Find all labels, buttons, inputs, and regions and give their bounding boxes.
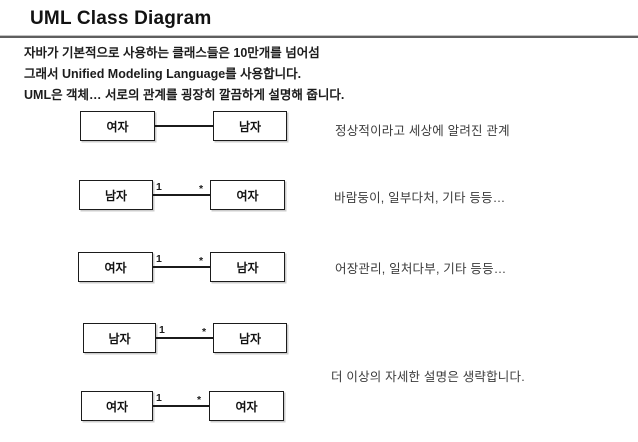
relationship-description: 정상적이라고 세상에 알려진 관계 xyxy=(335,124,510,138)
class-box-left: 여자 xyxy=(80,111,155,141)
class-box-label: 남자 xyxy=(108,331,131,346)
multiplicity-right-label: * xyxy=(197,394,202,406)
association-line xyxy=(156,337,213,339)
intro-line-1: 자바가 기본적으로 사용하는 클래스들은 10만개를 넘어섬 xyxy=(24,46,320,60)
class-box-right: 여자 xyxy=(210,180,285,210)
class-box-label: 남자 xyxy=(238,331,262,346)
class-box-label: 여자 xyxy=(105,399,129,414)
class-box-left: 여자 xyxy=(81,391,153,421)
multiplicity-left-label: 1 xyxy=(156,181,162,193)
association-line xyxy=(153,194,210,196)
class-box-label: 여자 xyxy=(106,119,129,134)
intro-text: 자바가 기본적으로 사용하는 클래스들은 10만개를 넘어섬 그래서 Unifi… xyxy=(24,43,344,106)
relationship-description: 바람둥이, 일부다처, 기타 등등… xyxy=(334,191,506,205)
class-box-label: 남자 xyxy=(104,188,128,203)
diagram-note: 더 이상의 자세한 설명은 생략합니다. xyxy=(331,370,525,384)
class-box-right: 남자 xyxy=(213,323,287,353)
multiplicity-left-label: 1 xyxy=(156,392,162,404)
multiplicity-right-label: * xyxy=(199,183,204,195)
intro-line-2: 그래서 Unified Modeling Language를 사용합니다. xyxy=(24,67,302,81)
multiplicity-right-label: * xyxy=(202,326,207,338)
association-line xyxy=(155,125,213,127)
class-box-right: 여자 xyxy=(209,391,284,421)
class-box-left: 남자 xyxy=(79,180,153,210)
class-box-right: 남자 xyxy=(210,252,285,282)
relationship-description: 어장관리, 일처다부, 기타 등등… xyxy=(335,262,507,276)
intro-line-3: UML은 객체… 서로의 관계를 굉장히 깔끔하게 설명해 줍니다. xyxy=(24,88,345,102)
class-box-right: 남자 xyxy=(213,111,287,141)
class-box-label: 남자 xyxy=(236,260,259,275)
multiplicity-right-label: * xyxy=(199,255,204,267)
class-box-label: 여자 xyxy=(235,399,258,414)
class-box-left: 남자 xyxy=(83,323,156,353)
multiplicity-left-label: 1 xyxy=(156,253,162,265)
association-line xyxy=(153,405,209,407)
class-box-label: 여자 xyxy=(104,260,127,275)
association-line xyxy=(153,266,210,268)
class-box-left: 여자 xyxy=(78,252,153,282)
page-title: UML Class Diagram xyxy=(30,8,212,29)
class-box-label: 여자 xyxy=(236,188,259,203)
multiplicity-left-label: 1 xyxy=(159,324,165,336)
title-divider xyxy=(0,35,638,38)
class-box-label: 남자 xyxy=(238,119,262,134)
